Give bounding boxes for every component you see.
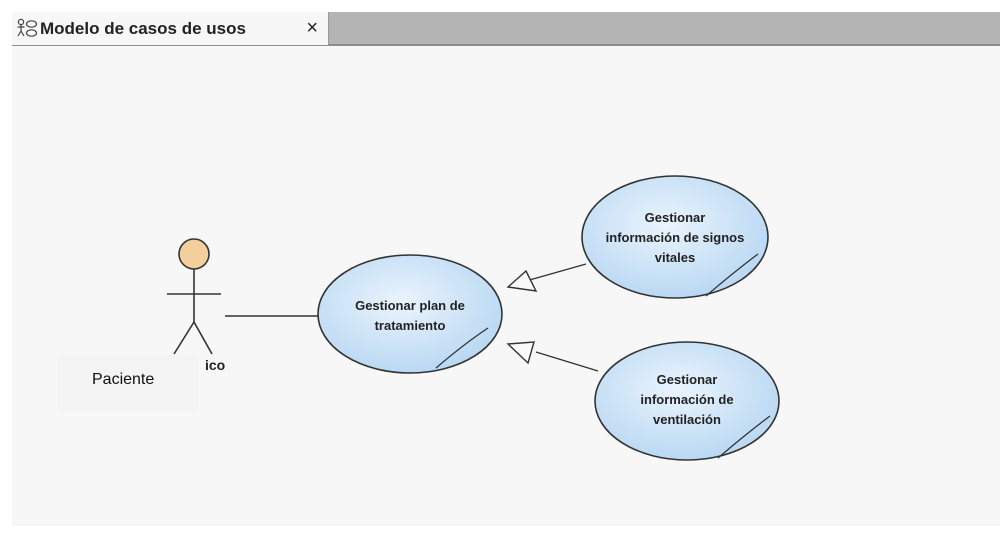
tab-modelo-casos-de-uso[interactable]: Modelo de casos de usos × <box>12 12 329 45</box>
actor-left-leg <box>173 321 195 355</box>
tab-close-button[interactable]: × <box>306 17 318 39</box>
diagram-window: Modelo de casos de usos × ico <box>12 12 1000 526</box>
use-case-gestionar-signos-vitales[interactable]: Gestionar información de signos vitales <box>581 175 769 299</box>
use-case-signos-line-3: vitales <box>655 250 695 265</box>
diagram-canvas: ico Gestionar plan de tratamiento <box>12 46 1000 526</box>
use-case-diagram-icon <box>17 18 38 37</box>
actor-right-leg <box>193 321 213 355</box>
actor-label: Paciente <box>92 371 155 388</box>
use-case-gestionar-plan[interactable]: Gestionar plan de tratamiento <box>317 254 503 374</box>
use-case-ventilacion-line-1: Gestionar <box>657 372 718 387</box>
use-case-signos-line-1: Gestionar <box>645 210 706 225</box>
use-case-plan-line-1: Gestionar plan de <box>355 298 465 313</box>
tab-bar: Modelo de casos de usos × <box>12 12 1000 46</box>
use-case-plan-line-2: tratamiento <box>375 318 446 333</box>
actor-head <box>178 238 210 270</box>
generalization-signos-plan <box>506 263 587 292</box>
actor-label-box <box>58 355 198 411</box>
use-case-diagram: ico Gestionar plan de tratamiento <box>167 175 780 461</box>
use-case-ventilacion-line-2: información de <box>640 392 733 407</box>
use-case-signos-line-2: información de signos <box>606 230 745 245</box>
tab-title: Modelo de casos de usos <box>40 18 246 38</box>
use-case-ventilacion-line-3: ventilación <box>653 412 721 427</box>
use-case-gestionar-ventilacion[interactable]: Gestionar información de ventilación <box>594 341 780 461</box>
actor-paciente[interactable]: ico <box>167 238 225 373</box>
generalization-ventilacion-plan <box>506 341 599 372</box>
actor-hidden-label-fragment: ico <box>205 357 225 373</box>
